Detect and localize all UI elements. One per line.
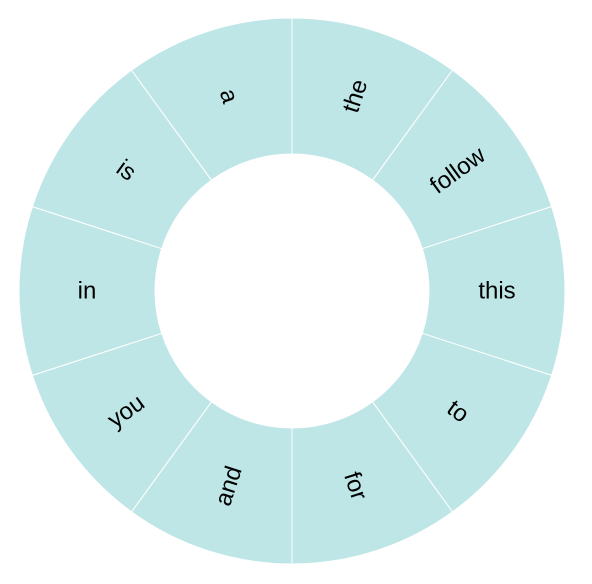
- wheel-label-this: this: [478, 278, 515, 305]
- wheel-label-in: in: [78, 278, 97, 305]
- wheel-segment-a: [130, 17, 293, 181]
